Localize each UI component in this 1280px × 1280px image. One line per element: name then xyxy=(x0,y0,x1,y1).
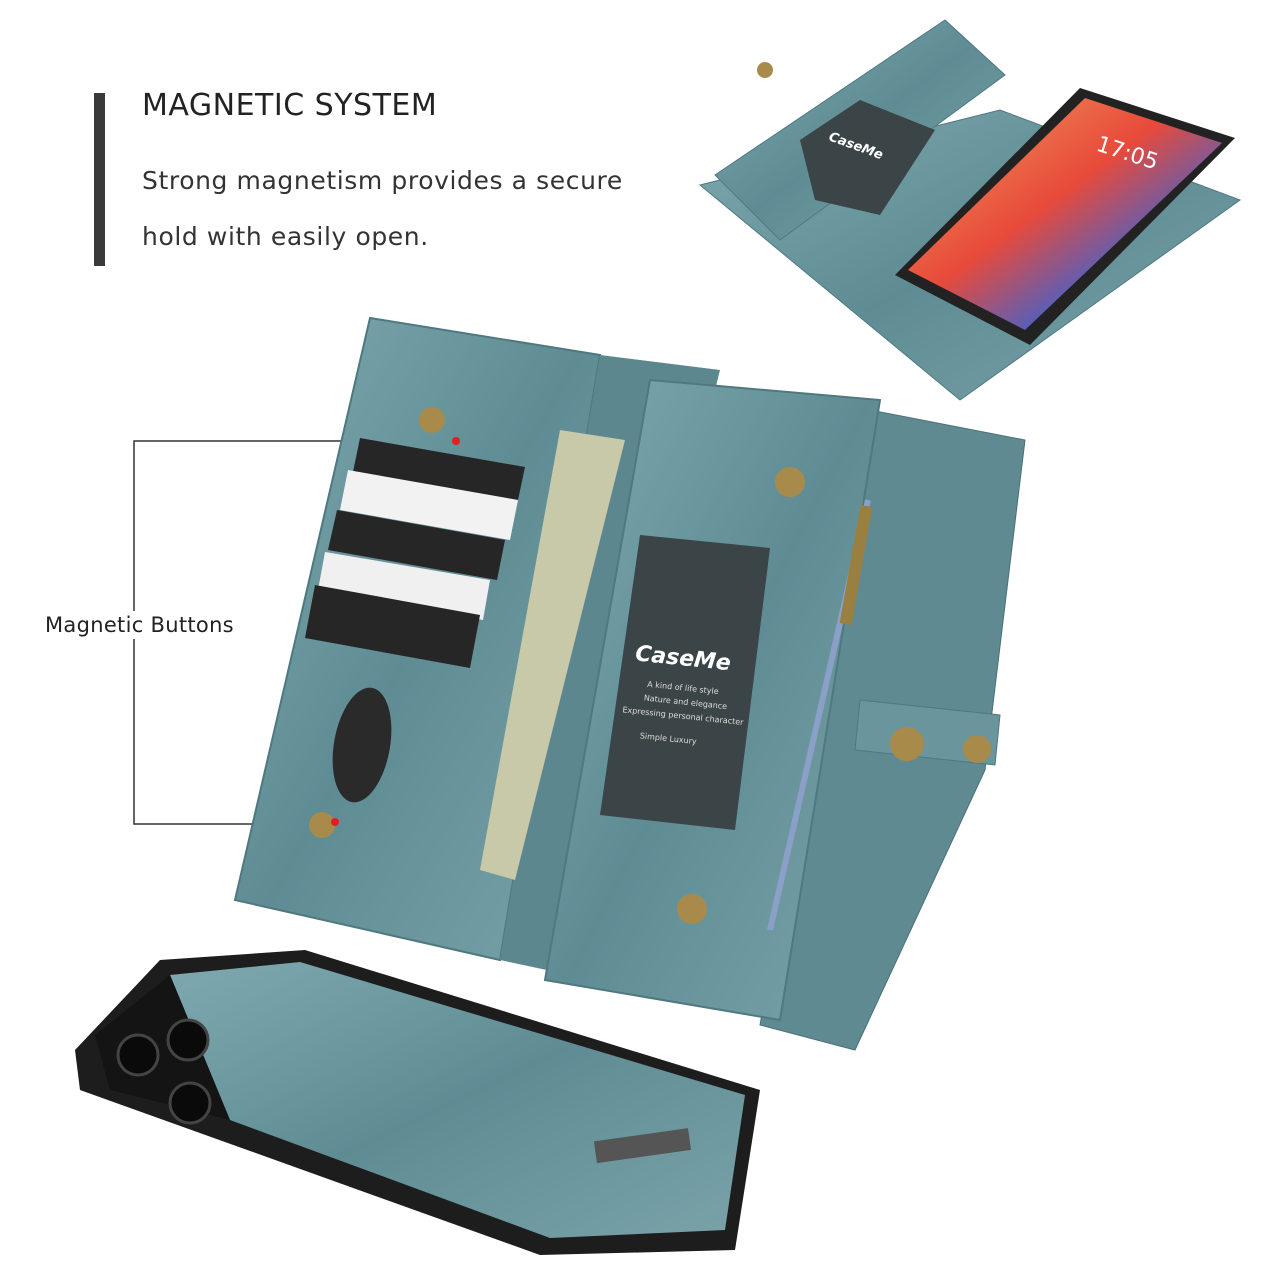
magnet-button-bottom xyxy=(309,812,335,838)
camera-lens xyxy=(166,1018,210,1062)
pocket-magnet-button xyxy=(775,467,805,497)
thumb-cutout xyxy=(332,687,392,803)
case-leather-back xyxy=(170,962,745,1238)
cards xyxy=(305,438,525,668)
pocket-lower-button xyxy=(677,894,707,924)
phone-screen xyxy=(908,98,1222,330)
callout-dot-bottom xyxy=(331,818,339,826)
zipper-pull xyxy=(839,504,873,626)
id-window xyxy=(600,535,770,830)
metal-logo-plate xyxy=(593,1128,692,1164)
feature-body-line-2: hold with easily open. xyxy=(142,222,429,251)
callout-dot-top xyxy=(452,437,460,445)
banknotes xyxy=(480,430,625,880)
main-open-wallet: CaseMe A kind of life style Nature and e… xyxy=(233,316,1026,1051)
feature-body-line-1: Strong magnetism provides a secure xyxy=(142,166,623,195)
feature-title: MAGNETIC SYSTEM xyxy=(142,88,438,123)
accent-bar xyxy=(94,93,105,266)
magnet-button xyxy=(757,62,773,78)
strap-magnet-button xyxy=(890,727,924,761)
top-right-product-view: CaseMe 17:05 xyxy=(698,19,1242,401)
camera-lens xyxy=(116,1033,160,1077)
id-window xyxy=(800,100,935,215)
phone-back-case xyxy=(75,950,760,1255)
camera-lens xyxy=(168,1081,212,1125)
callout-label: Magnetic Buttons xyxy=(45,611,234,639)
strap-snap-button xyxy=(963,735,991,763)
magnet-button-top xyxy=(419,407,445,433)
